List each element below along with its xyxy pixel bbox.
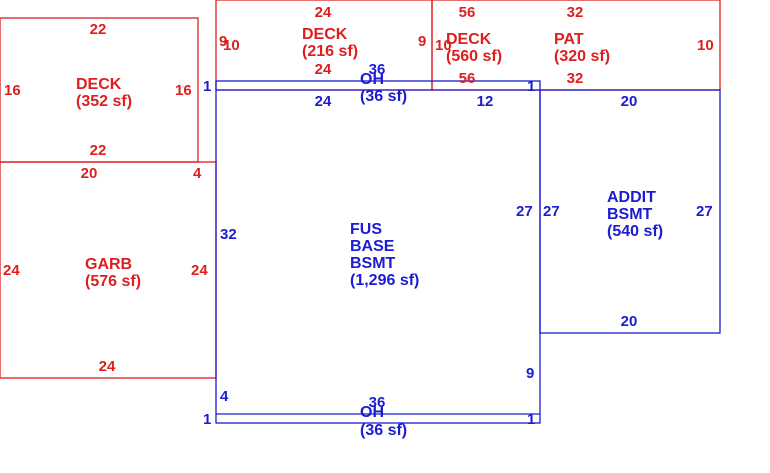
- garb-dim-right: 24: [191, 262, 208, 279]
- pat-dim-right: 10: [697, 37, 714, 54]
- fus-line2: BASE: [350, 238, 395, 255]
- deck-left-dim-bottom: 22: [90, 142, 107, 159]
- pat-dim-top: 32: [567, 4, 584, 21]
- fus-dim-left-b: 4: [220, 388, 229, 405]
- addit-area: (540 sf): [607, 223, 663, 240]
- deck-top-dim-right: 9: [418, 33, 426, 50]
- fus-dim-right-b: 9: [526, 365, 534, 382]
- deck-top-area: (216 sf): [302, 43, 358, 60]
- addit-dim-right: 27: [696, 203, 713, 220]
- deck-left-name: DECK: [76, 76, 122, 93]
- garb-dim-top-right: 4: [193, 165, 202, 182]
- pat-name: PAT: [554, 31, 584, 48]
- fus-line3: BSMT: [350, 255, 396, 272]
- fus-line1: FUS: [350, 221, 382, 238]
- oh-bottom-area: (36 sf): [360, 422, 407, 439]
- deck-top-name: DECK: [302, 26, 348, 43]
- oh-top-dim-left: 1: [203, 78, 211, 95]
- fus-dim-left: 32: [220, 226, 237, 243]
- fus-dim-top-right: 12: [477, 93, 494, 110]
- addit-bsmt-outline: [539, 89, 721, 334]
- oh-bottom-dim-left: 1: [203, 411, 211, 428]
- fus-dim-right: 27: [516, 203, 533, 220]
- deck-left-dim-left: 16: [4, 82, 21, 99]
- garb-dim-left: 24: [3, 262, 20, 279]
- deck-right-dim-top: 56: [459, 4, 476, 21]
- pat-area: (320 sf): [554, 48, 610, 65]
- deck-left-area: (352 sf): [76, 93, 132, 110]
- deck-right-dim-bottom: 56: [459, 70, 476, 87]
- addit-dim-left: 27: [543, 203, 560, 220]
- oh-bottom-dim-right: 1: [527, 411, 535, 428]
- deck-right-name: DECK: [446, 31, 492, 48]
- oh-top-dim-right: 1: [527, 78, 535, 95]
- garb-name: GARB: [85, 256, 132, 273]
- deck-right-dim-left: 10: [435, 37, 452, 54]
- deck-top-dim-top: 24: [315, 4, 332, 21]
- fus-dim-top: 24: [315, 93, 332, 110]
- deck-top-dim-bottom: 24: [315, 61, 332, 78]
- addit-dim-top: 20: [621, 93, 638, 110]
- oh-top-name: OH: [360, 71, 384, 88]
- deck-top-dim-left: 9: [219, 33, 227, 50]
- addit-line2: BSMT: [607, 206, 653, 223]
- deck-left-dim-right: 16: [175, 82, 192, 99]
- deck-right-area: (560 sf): [446, 48, 502, 65]
- oh-bottom-name: OH: [360, 404, 384, 421]
- deck-top-dim-left-b: 10: [223, 37, 240, 54]
- addit-line1: ADDIT: [607, 189, 656, 206]
- deck-left-dim-top: 22: [90, 21, 107, 38]
- fus-area: (1,296 sf): [350, 272, 419, 289]
- garb-area: (576 sf): [85, 273, 141, 290]
- garb-dim-bottom: 24: [99, 358, 116, 375]
- oh-top-area: (36 sf): [360, 88, 407, 105]
- oh-bottom-dim-top: 36: [369, 394, 386, 411]
- oh-top-dim-top: 36: [369, 61, 386, 78]
- addit-dim-bottom: 20: [621, 313, 638, 330]
- garb-dim-top: 20: [81, 165, 98, 182]
- pat-dim-bottom: 32: [567, 70, 584, 87]
